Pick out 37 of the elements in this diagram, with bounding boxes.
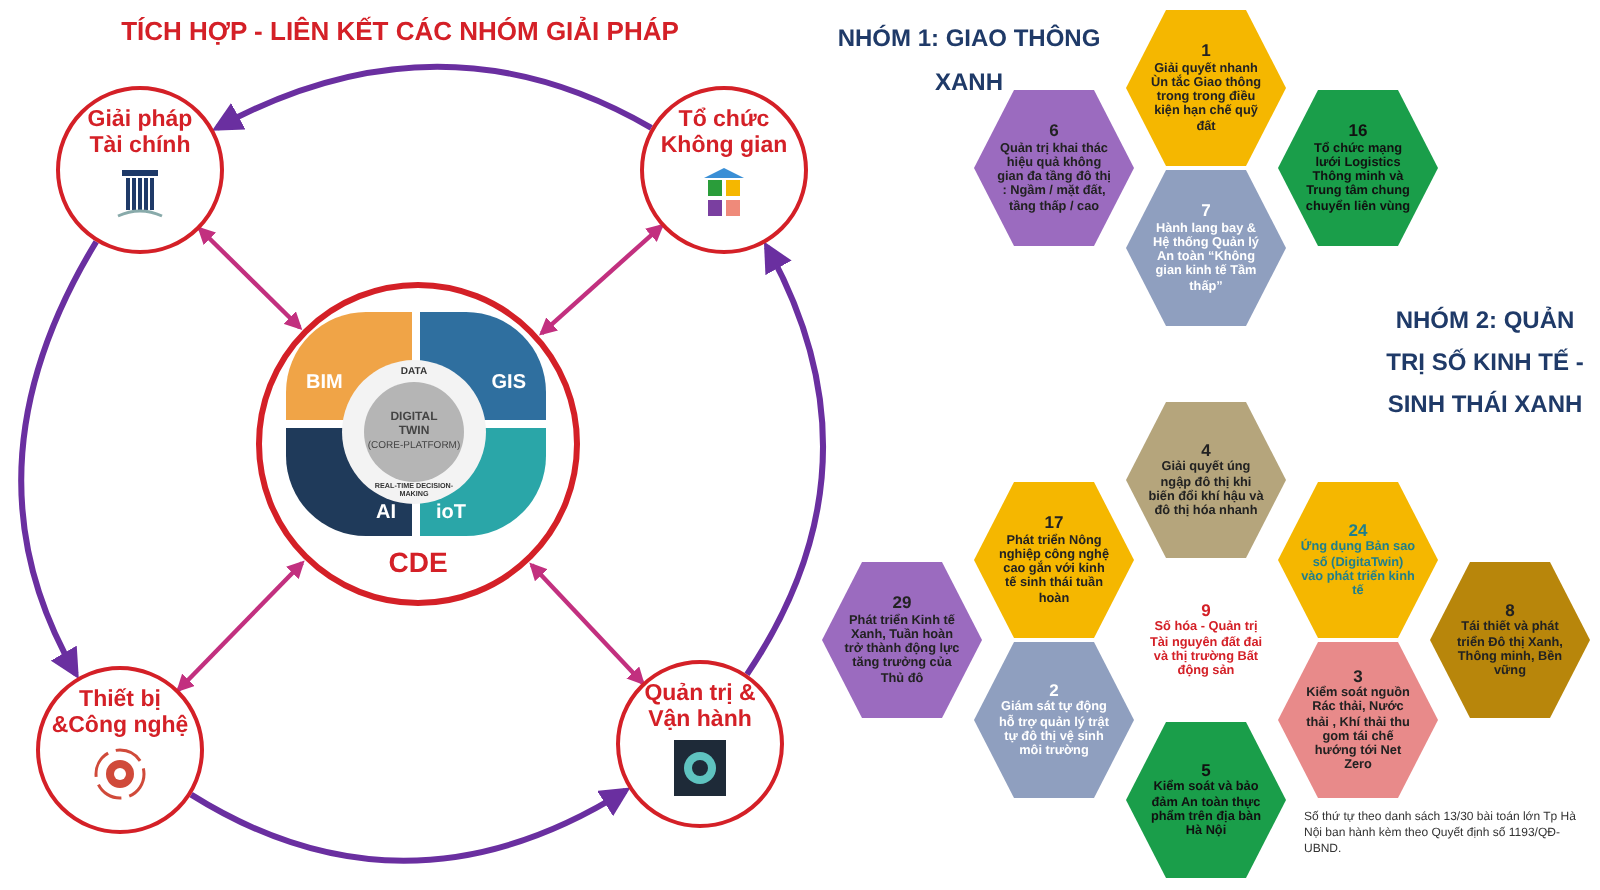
node-label: Thiết bị &Công nghệ <box>49 688 191 741</box>
curved-arrow <box>189 787 631 864</box>
tile-number: 8 <box>1505 601 1515 620</box>
node-label: Quản trị & Vận hành <box>642 682 758 735</box>
tile-number: 17 <box>1044 514 1064 533</box>
hexagon-tile <box>822 562 982 718</box>
tile-number: 16 <box>1348 122 1368 142</box>
segment-label: ioT <box>436 502 466 524</box>
platform-label: CDE <box>386 546 450 578</box>
double-headed-arrow <box>539 223 665 336</box>
segment-label: BIM <box>306 372 343 394</box>
segment-label: AI <box>376 502 396 524</box>
tile-number: 1 <box>1201 42 1211 62</box>
node-label: Tổ chức Không gian <box>658 108 790 161</box>
diagram-title: TÍCH HỢP - LIÊN KẾT CÁC NHÓM GIẢI PHÁP <box>119 16 681 46</box>
curved-arrow <box>744 241 826 676</box>
tile-number: 29 <box>892 594 912 613</box>
double-headed-arrow <box>529 562 645 686</box>
curved-arrow <box>211 63 653 131</box>
group-heading: NHÓM 2: QUẢN TRỊ SỐ KINH TẾ - SINH THÁI XANH <box>1384 304 1586 422</box>
tile-number: 5 <box>1201 761 1211 780</box>
tile-number: 2 <box>1049 681 1059 700</box>
tile-number: 24 <box>1348 521 1368 540</box>
tile-number: 4 <box>1201 441 1211 460</box>
hexagon-tile <box>1278 90 1438 246</box>
double-headed-arrow <box>176 560 305 693</box>
hexagon-tile <box>974 90 1134 246</box>
tile-number: 7 <box>1201 202 1211 222</box>
node-label: Giải pháp Tài chính <box>85 108 195 161</box>
segment-label: GIS <box>491 372 526 394</box>
curved-arrow <box>18 240 99 680</box>
tile-number: 3 <box>1353 667 1363 686</box>
group-heading: NHÓM 1: GIAO THÔNG XANH <box>835 22 1103 100</box>
hexagon-tile <box>1430 562 1590 718</box>
tile-number: 9 <box>1201 601 1211 620</box>
tile-number: 6 <box>1049 122 1059 142</box>
double-headed-arrow <box>197 226 303 330</box>
